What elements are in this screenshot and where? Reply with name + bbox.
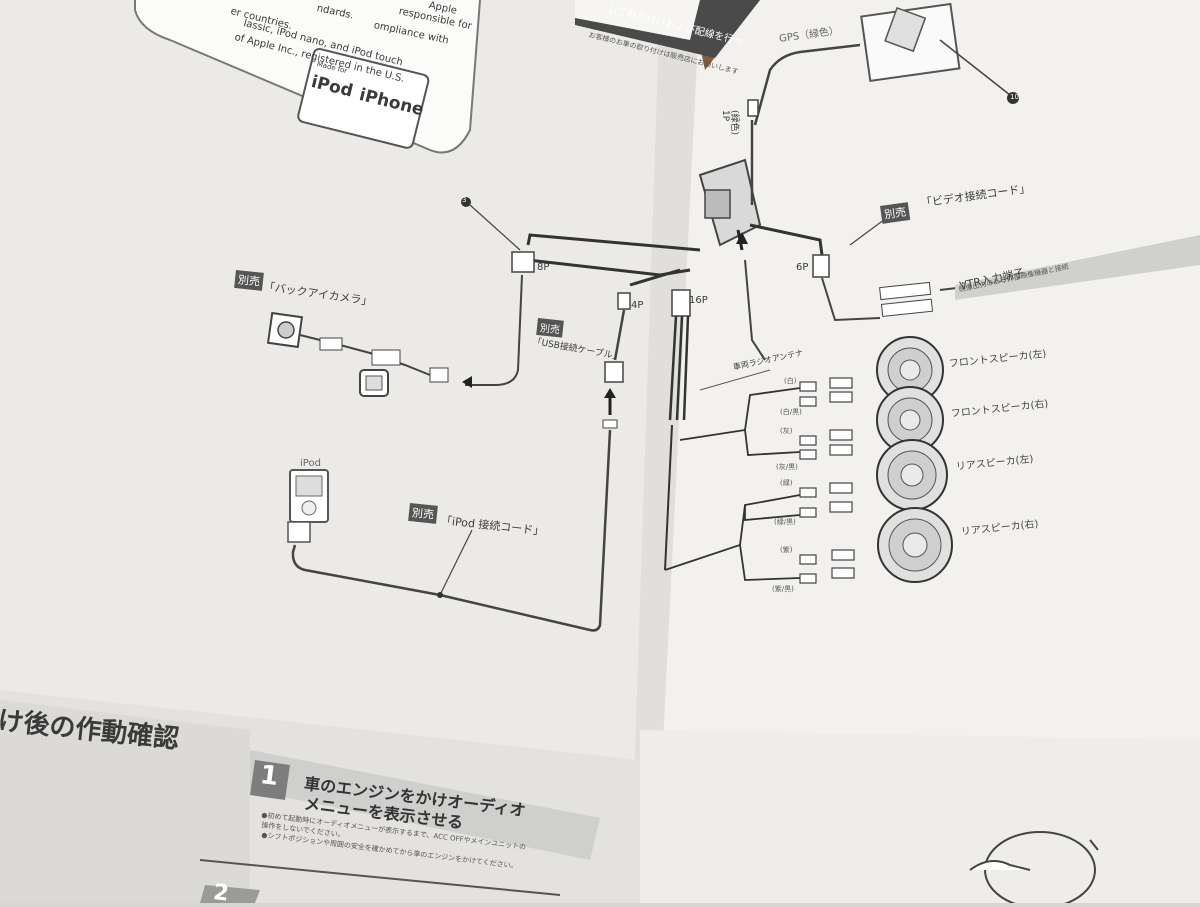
wire-label-0: (白) (784, 377, 797, 385)
optional-tag-ipod: 別売 (408, 503, 438, 524)
connector-8p: 8P (537, 262, 550, 273)
step1-box (250, 750, 600, 860)
wire-label-6: (紫) (780, 546, 793, 554)
speaker-rear-left (876, 439, 948, 511)
speaker-front-right (876, 386, 944, 454)
wire-label-7: (紫/黒) (772, 585, 794, 593)
step1-number: 1 (258, 760, 280, 792)
ipod-label: iPod (300, 458, 321, 469)
connector-6p: 6P (796, 262, 809, 273)
wire-label-5: (緑/黒) (774, 518, 796, 526)
speaker-rear-right (877, 507, 953, 583)
left-page (0, 0, 690, 903)
made-for-ipod-badge (297, 48, 430, 149)
speaker-front-left (876, 336, 944, 404)
wire-label-2: (灰) (780, 427, 793, 435)
connector-1p-color: (緑色) (729, 110, 739, 136)
connector-4p: 4P (631, 300, 644, 311)
optional-tag-backeye: 別売 (234, 270, 264, 291)
connector-16p: 16P (689, 295, 708, 306)
wire-label-3: (灰/黒) (776, 463, 798, 471)
optional-tag-video: 別売 (880, 202, 911, 224)
callout-10: 10 (1010, 93, 1019, 101)
callout-3: 3 (462, 196, 467, 204)
wire-label-1: (白/黒) (780, 408, 802, 416)
wire-label-4: (緑) (780, 479, 793, 487)
